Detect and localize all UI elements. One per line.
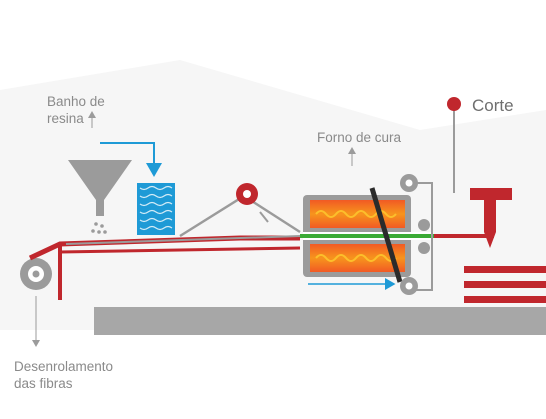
resin-hopper (68, 160, 132, 234)
resin-flow-arrow (100, 142, 162, 177)
puller-rollers (400, 174, 433, 295)
unwinding-roller (20, 258, 52, 290)
label-banho-de-resina-line2: resina (47, 111, 84, 126)
label-corte: Corte (472, 96, 514, 115)
label-forno-de-cura: Forno de cura (317, 130, 402, 145)
label-banho-de-resina-line1: Banho de (47, 94, 105, 109)
curing-oven (300, 187, 446, 283)
resin-bath-block (137, 183, 175, 235)
fiber-path (28, 235, 301, 300)
label-desenrolamento-line1: Desenrolamento (14, 359, 114, 374)
label-desenrolamento-line2: das fibras (14, 376, 73, 391)
cut-profiles (464, 266, 546, 303)
guide-roller (179, 183, 301, 238)
cutter (447, 97, 512, 248)
base-platform (94, 307, 546, 335)
